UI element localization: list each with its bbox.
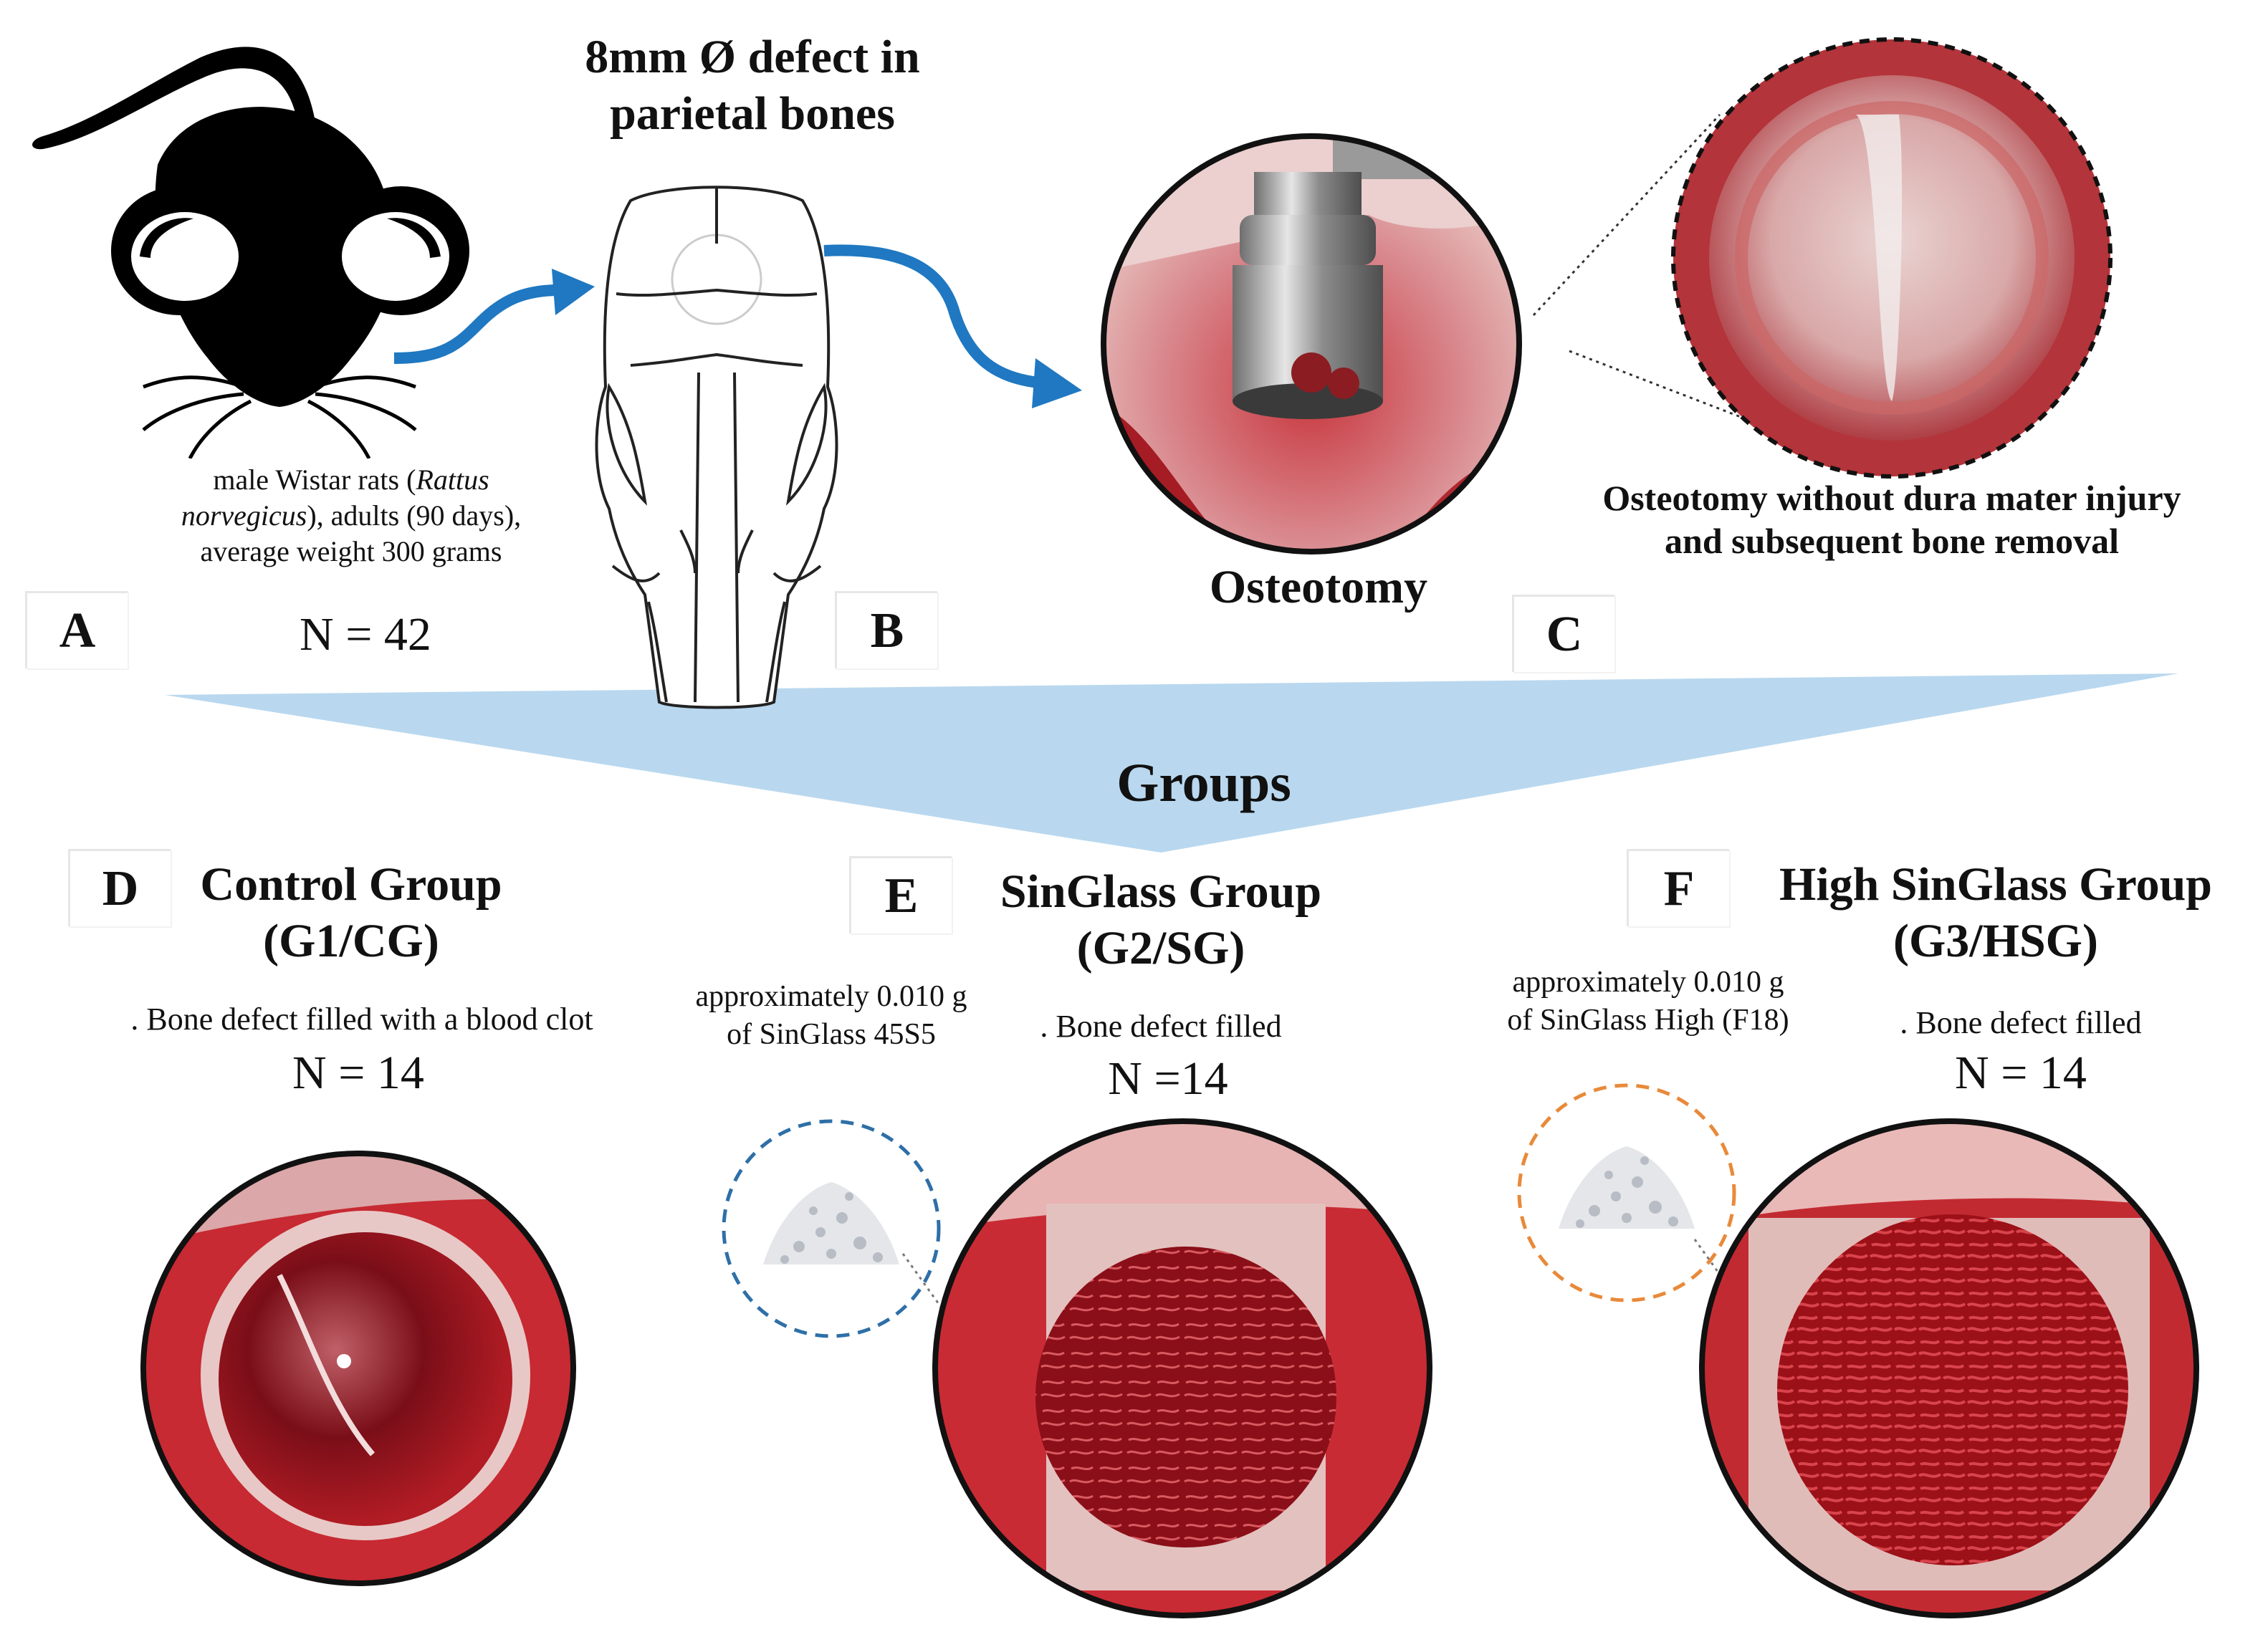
groups-title: Groups <box>1116 753 1291 813</box>
singlass-high-granules-icon <box>1517 1083 1736 1302</box>
panel-label-c: C <box>1512 595 1614 672</box>
rat-silhouette-icon <box>32 47 469 459</box>
group-f-name: High SinGlass Group(G3/HSG) <box>1779 858 2213 968</box>
group-d-name: Control Group(G1/CG) <box>200 858 502 968</box>
osteotomy-label: Osteotomy <box>1209 561 1428 613</box>
panel-label-b: B <box>835 591 937 668</box>
arrow-a-to-b-icon <box>393 269 595 364</box>
group-d-photo <box>140 1151 576 1586</box>
group-f-description: . Bone defect filled <box>1900 1005 2142 1040</box>
panel-label-f: F <box>1627 849 1729 926</box>
osteotomy-photo <box>1101 133 1522 555</box>
group-e-name: SinGlass Group(G2/SG) <box>1000 865 1322 975</box>
group-f-n: N = 14 <box>1955 1047 2087 1099</box>
panel-a-n: N = 42 <box>300 608 431 661</box>
group-e-n: N =14 <box>1108 1052 1228 1105</box>
group-e-photo <box>932 1118 1432 1618</box>
group-d-description: . Bone defect filled with a blood clot <box>130 1002 593 1037</box>
bone-removal-photo <box>1671 37 2113 479</box>
panel-label-a: A <box>25 591 128 668</box>
panel-a-description: male Wistar rats (Rattus norvegicus), ad… <box>181 464 522 567</box>
group-e-description: . Bone defect filled <box>1040 1009 1282 1044</box>
group-d-n: N = 14 <box>292 1047 424 1099</box>
panel-label-d: D <box>68 849 171 926</box>
singlass-45s5-granules-icon <box>722 1119 941 1338</box>
group-f-photo <box>1699 1118 2199 1618</box>
rat-skull-icon <box>595 186 838 709</box>
arrow-b-to-c-icon <box>823 244 1082 408</box>
panel-label-e: E <box>849 856 952 933</box>
